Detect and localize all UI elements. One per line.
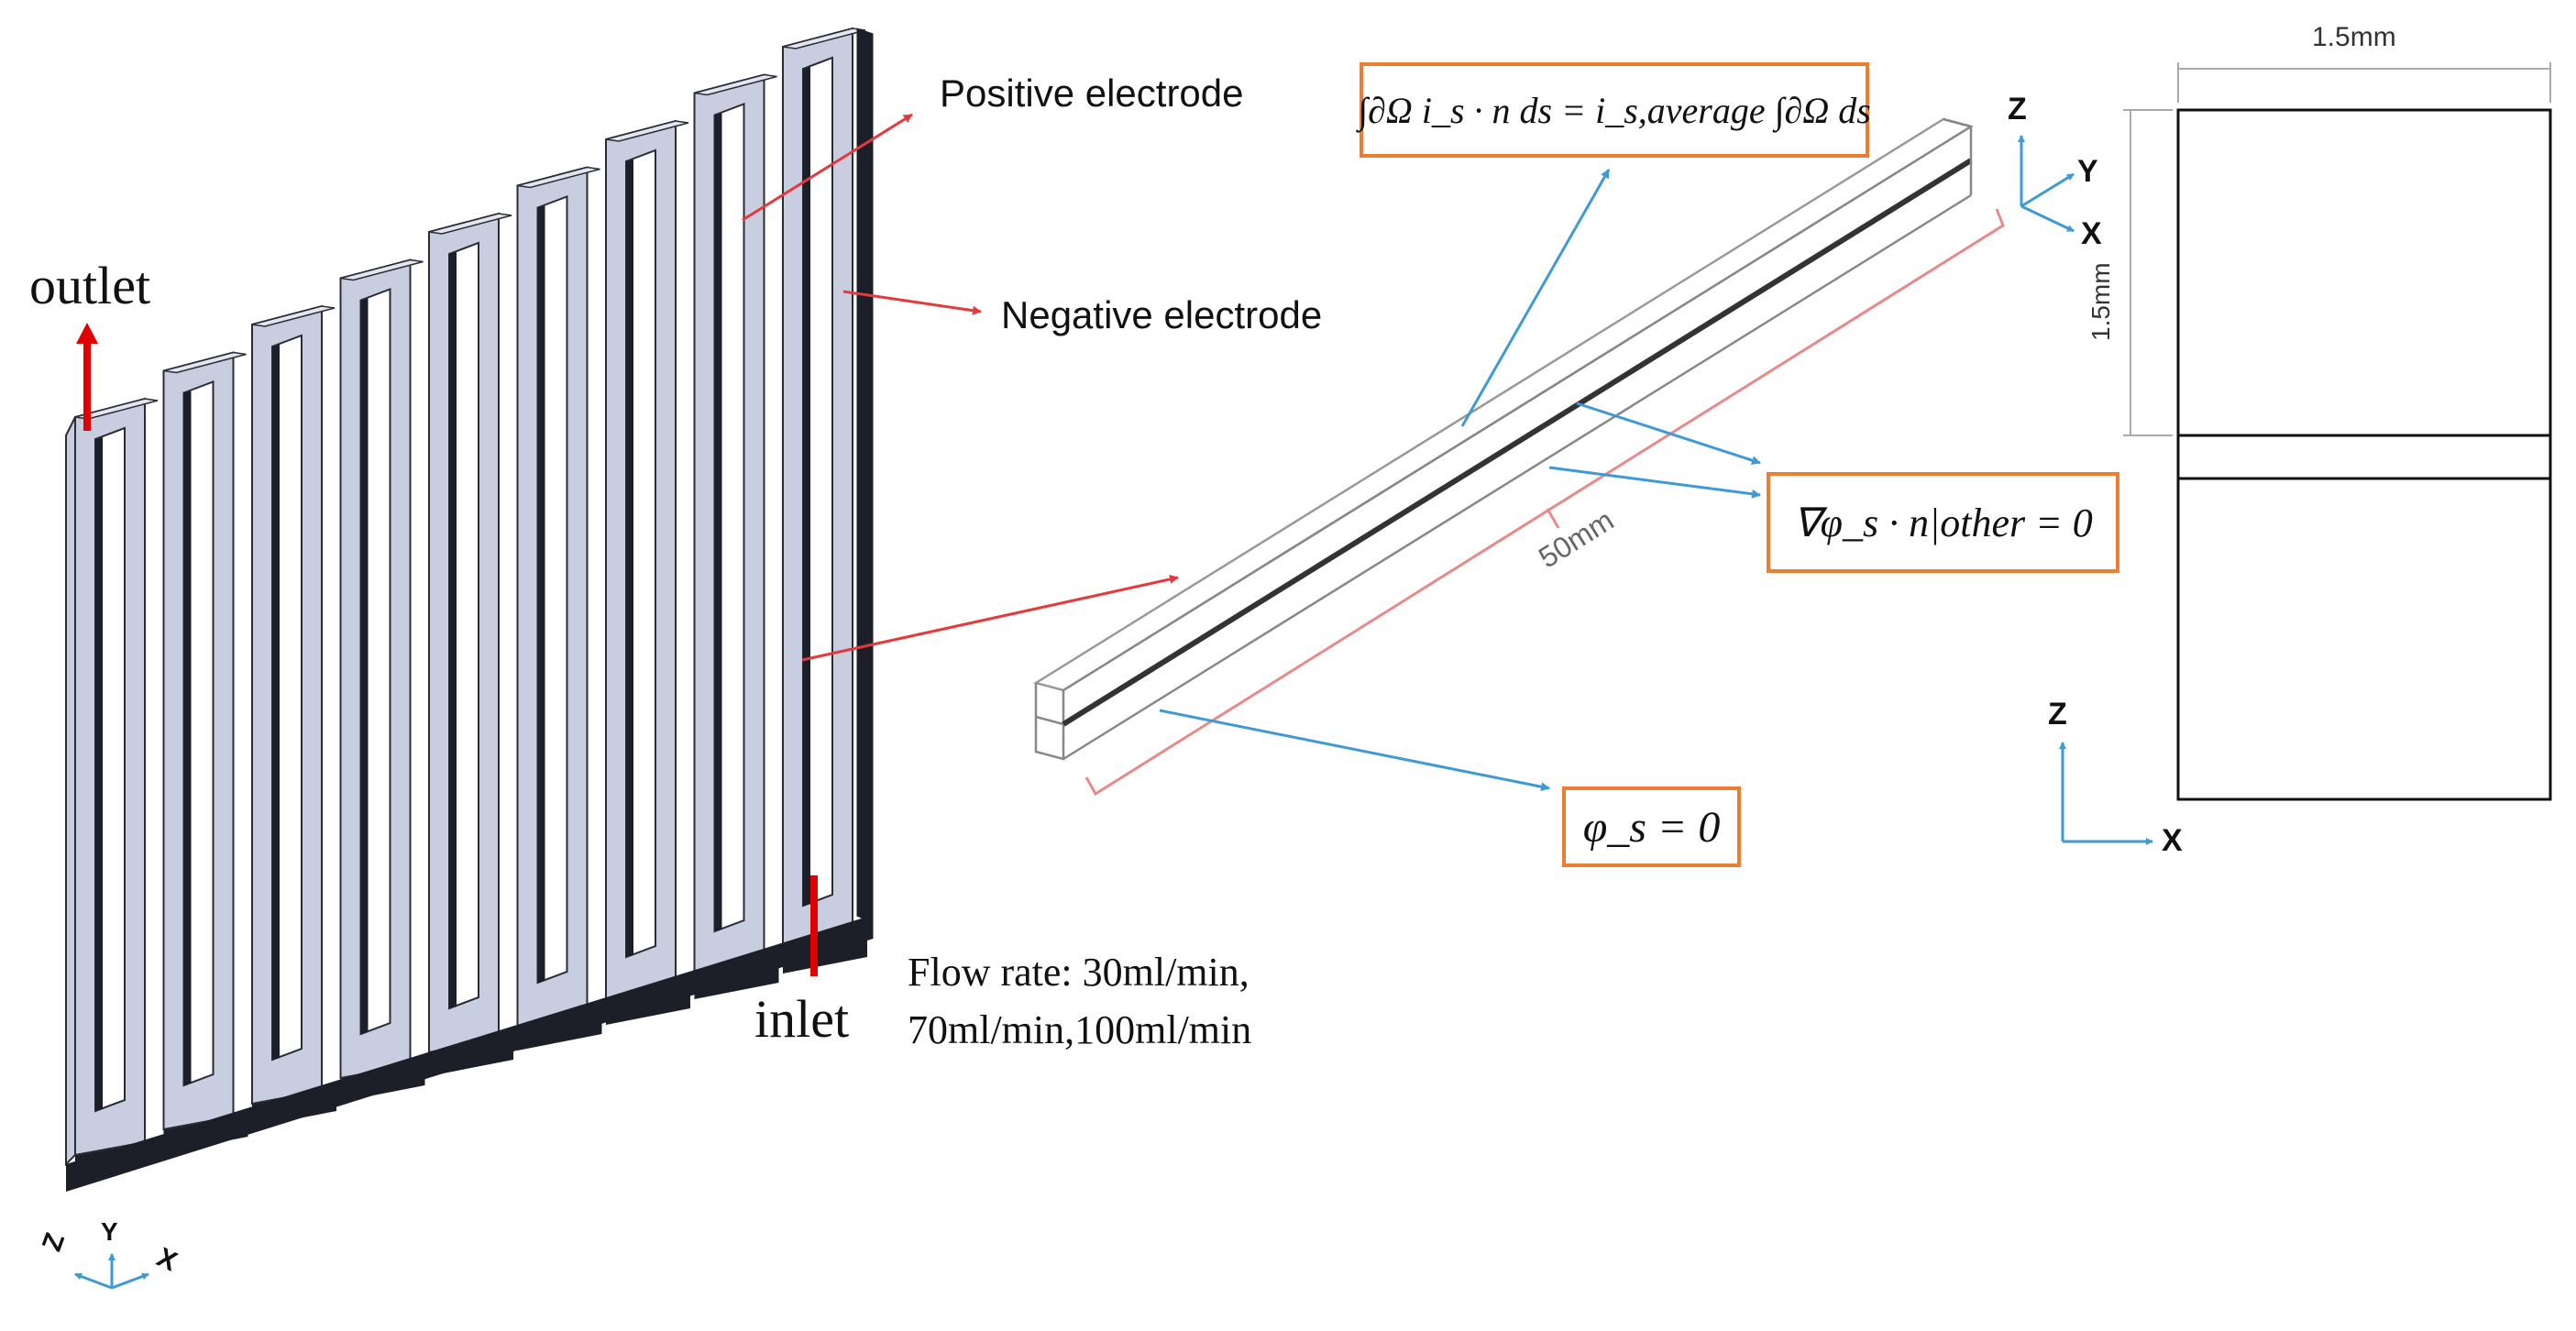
axis-x-top: X	[2081, 216, 2102, 251]
axis-triad-bottom	[74, 1253, 149, 1290]
positive-electrode-label: Positive electrode	[940, 72, 1244, 115]
outlet-label: outlet	[29, 256, 151, 315]
slot-shadow	[95, 437, 103, 1111]
cross-section	[2176, 108, 2552, 801]
base-edge	[66, 915, 874, 1192]
ground-bc-pointer	[1159, 709, 1550, 792]
negative-electrode-pointer	[842, 290, 982, 315]
axis-triad-section	[2059, 742, 2153, 845]
channel-top	[782, 28, 866, 50]
slot-shadow	[183, 390, 192, 1085]
flow-rate-label-line1: Flow rate: 30ml/min,	[908, 950, 1249, 995]
current-bc-pointer	[1460, 169, 1611, 427]
end-side-face	[856, 28, 874, 924]
slot-shadow	[537, 205, 545, 983]
slot-shadow	[272, 345, 280, 1060]
axis-triad-top	[2018, 135, 2075, 233]
serpentine-electrode-stack	[65, 27, 874, 1192]
axis-x-section: X	[2162, 823, 2183, 858]
channel-top	[694, 73, 777, 96]
single-channel-model	[1032, 117, 1975, 761]
slot-shadow	[714, 113, 722, 931]
axis-y-bottom: Y	[101, 1217, 118, 1246]
channel-top	[340, 258, 424, 281]
width-dimension-label: 1.5mm	[2312, 22, 2396, 52]
channel-top	[517, 166, 600, 189]
channel-link-pointer	[801, 575, 1179, 662]
cross-section-dimensions	[2123, 62, 2551, 436]
negative-electrode-label: Negative electrode	[1001, 293, 1323, 336]
channel-top	[251, 305, 336, 327]
length-dimension	[1084, 208, 2005, 797]
insulation-bc-equation: ∇φ_s · n|other = 0	[1793, 500, 2093, 545]
slot-shadow	[803, 67, 810, 906]
outlet-leg	[65, 416, 76, 1167]
inlet-label: inlet	[754, 989, 850, 1049]
slot-shadow	[360, 298, 369, 1034]
slot-shadow	[626, 160, 633, 957]
axis-z-top: Z	[2008, 92, 2027, 126]
insulation-bc-pointer-a	[1576, 402, 1761, 465]
channel-top	[163, 351, 247, 374]
insulation-bc-equation-box: ∇φ_s · n|other = 0	[1767, 472, 2119, 573]
positive-electrode-pointer	[742, 113, 913, 222]
ground-bc-equation: φ_s = 0	[1582, 802, 1721, 852]
current-bc-equation: ∫∂Ω i_s · n ds = i_s,average ∫∂Ω ds	[1358, 89, 1871, 131]
outlet-arrowhead	[76, 323, 98, 344]
axis-z-section: Z	[2048, 697, 2067, 732]
channel-top	[605, 120, 689, 142]
current-bc-equation-box: ∫∂Ω i_s · n ds = i_s,average ∫∂Ω ds	[1358, 62, 1871, 158]
ground-bc-equation-box: φ_s = 0	[1562, 786, 1741, 867]
height-dimension-label: 1.5mm	[2086, 262, 2115, 341]
axis-y-top: Y	[2077, 154, 2098, 189]
flow-rate-label-line2: 70ml/min,100ml/min	[908, 1007, 1252, 1052]
insulation-bc-pointer-b	[1548, 466, 1761, 499]
slot-shadow	[449, 252, 457, 1008]
channel-top	[428, 213, 512, 235]
